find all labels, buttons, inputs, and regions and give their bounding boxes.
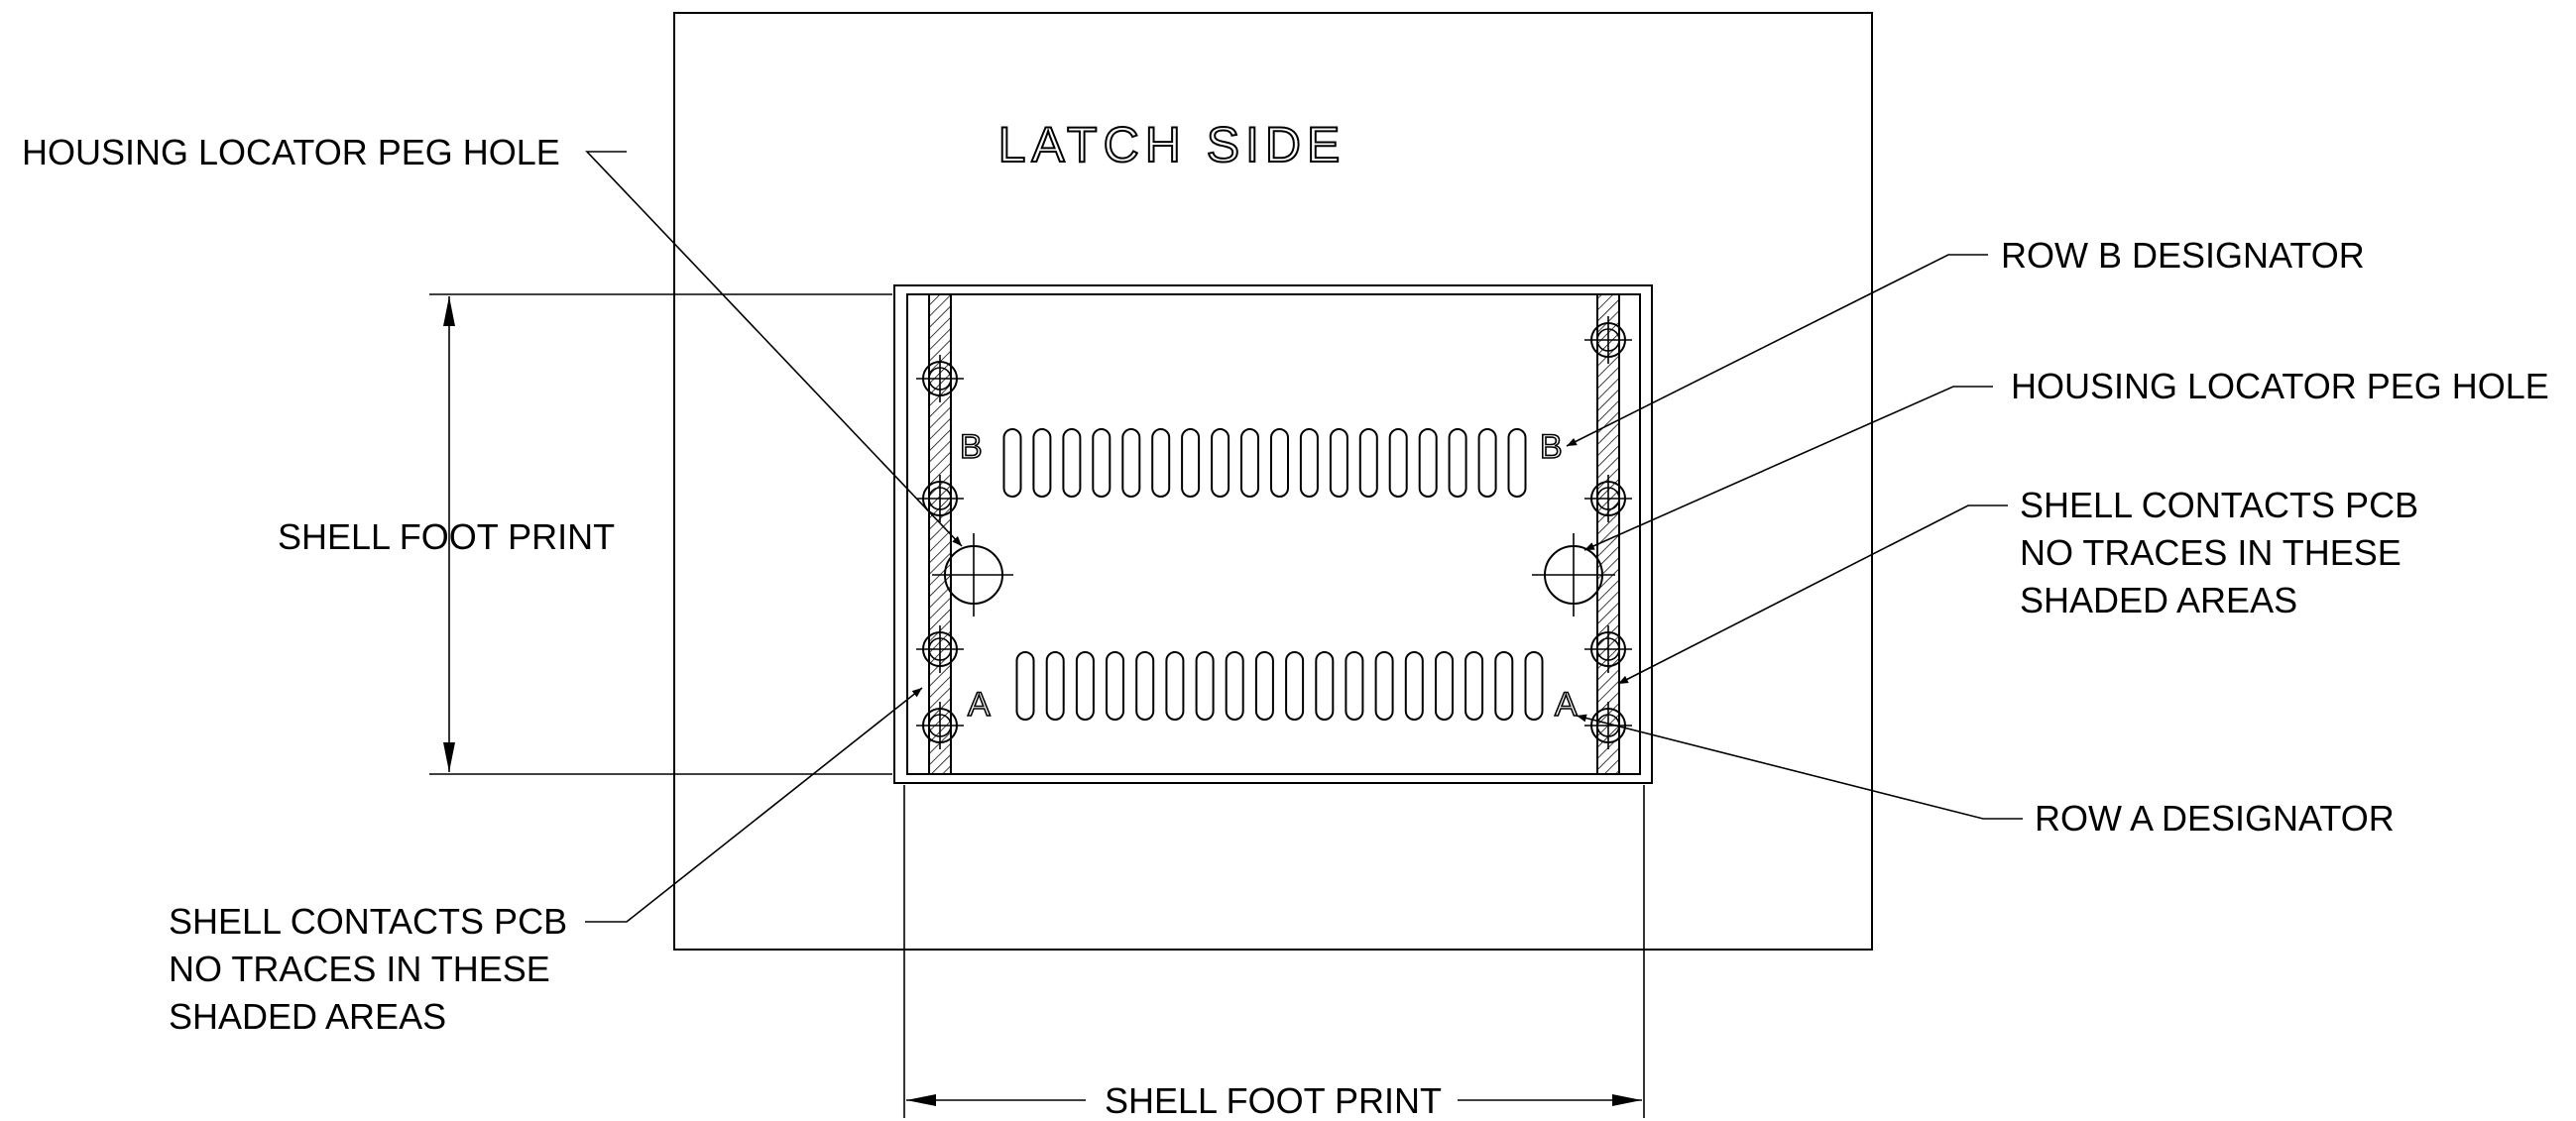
contact-slot [1477, 428, 1497, 498]
shell-footprint-horizontal-label: SHELL FOOT PRINT [1105, 1080, 1442, 1121]
vertical-dimension [429, 293, 892, 775]
contact-slot [1015, 651, 1035, 721]
shell-inner-outline [906, 293, 1641, 775]
contact-slot [1358, 428, 1378, 498]
row-a-designator-label: ROW A DESIGNATOR [2035, 798, 2395, 839]
row-b-letter-left: B [960, 428, 983, 466]
leader-row-a [1576, 714, 2023, 820]
shell-holes-left [916, 355, 964, 749]
shell-contacts-left-label: SHELL CONTACTS PCB NO TRACES IN THESE SH… [169, 901, 577, 1037]
contact-slot [1285, 651, 1305, 721]
peg-hole-left [932, 533, 1013, 617]
leader-row-b [1566, 254, 1988, 447]
contact-slot [1062, 428, 1082, 498]
contact-slot [1464, 651, 1484, 721]
shell-right-line-3: SHADED AREAS [2020, 580, 2297, 620]
contact-slot [1181, 428, 1201, 498]
shell-contacts-right-label: SHELL CONTACTS PCB NO TRACES IN THESE SH… [2020, 485, 2428, 620]
shell-right-line-2: NO TRACES IN THESE [2020, 532, 2401, 573]
leader-shell-left [585, 687, 923, 923]
shell-footprint-vertical-label: SHELL FOOT PRINT [278, 516, 615, 557]
contact-slot [1240, 428, 1259, 498]
contact-slot [1151, 428, 1171, 498]
contact-slot [1315, 651, 1335, 721]
shell-hole [1584, 475, 1632, 522]
row-a-letter-left: A [968, 686, 991, 724]
contact-slot [1448, 428, 1467, 498]
shell-hole [1584, 316, 1632, 364]
contact-slot [1270, 428, 1289, 498]
shell-hole [916, 702, 964, 749]
shell-left-line-3: SHADED AREAS [169, 996, 446, 1037]
contact-slot [1374, 651, 1394, 721]
contact-slot [1121, 428, 1141, 498]
contact-slot [1418, 428, 1438, 498]
shell-hole [1584, 625, 1632, 673]
contact-slot [1165, 651, 1185, 721]
contact-slot [1388, 428, 1408, 498]
row-b-contacts [1002, 428, 1527, 498]
shell-left-line-1: SHELL CONTACTS PCB [169, 901, 567, 942]
housing-peg-left-label: HOUSING LOCATOR PEG HOLE [22, 132, 560, 172]
contact-slot [1195, 651, 1215, 721]
horizontal-dimension [903, 785, 1645, 1118]
contact-slot [1075, 651, 1095, 721]
shell-hole [916, 355, 964, 402]
shell-hole [916, 625, 964, 673]
housing-peg-right-label: HOUSING LOCATOR PEG HOLE [2011, 366, 2549, 406]
contact-slot [1045, 651, 1065, 721]
contact-slot [1524, 651, 1544, 721]
row-a-letter-right: A [1555, 686, 1578, 724]
row-a-contacts [1015, 651, 1544, 721]
latch-side-title: LATCH SIDE [998, 117, 1347, 172]
row-b-designator-label: ROW B DESIGNATOR [2001, 235, 2365, 276]
contact-slot [1002, 428, 1022, 498]
contact-slot [1494, 651, 1514, 721]
contact-slot [1404, 651, 1424, 721]
contact-slot [1329, 428, 1348, 498]
contact-slot [1507, 428, 1527, 498]
contact-slot [1435, 651, 1454, 721]
peg-hole-right [1532, 533, 1615, 617]
board-outline [673, 12, 1873, 951]
contact-slot [1106, 651, 1124, 721]
leader-shell-right [1617, 504, 2008, 685]
contact-slot [1225, 651, 1244, 721]
shell-outer-outline [893, 284, 1653, 784]
contact-slot [1135, 651, 1155, 721]
row-b-letter-right: B [1540, 428, 1563, 466]
shell-hole [1584, 702, 1632, 749]
contact-slot [1092, 428, 1112, 498]
shell-hole [916, 475, 964, 522]
contact-slot [1299, 428, 1319, 498]
shell-holes-right [1584, 316, 1632, 749]
shell-left-line-2: NO TRACES IN THESE [169, 949, 550, 989]
contact-slot [1032, 428, 1052, 498]
leader-peg-right [1583, 386, 1993, 551]
contact-slot [1211, 428, 1230, 498]
contact-slot [1254, 651, 1274, 721]
shell-right-line-1: SHELL CONTACTS PCB [2020, 485, 2418, 525]
leader-peg-left [585, 151, 963, 547]
contact-slot [1345, 651, 1364, 721]
